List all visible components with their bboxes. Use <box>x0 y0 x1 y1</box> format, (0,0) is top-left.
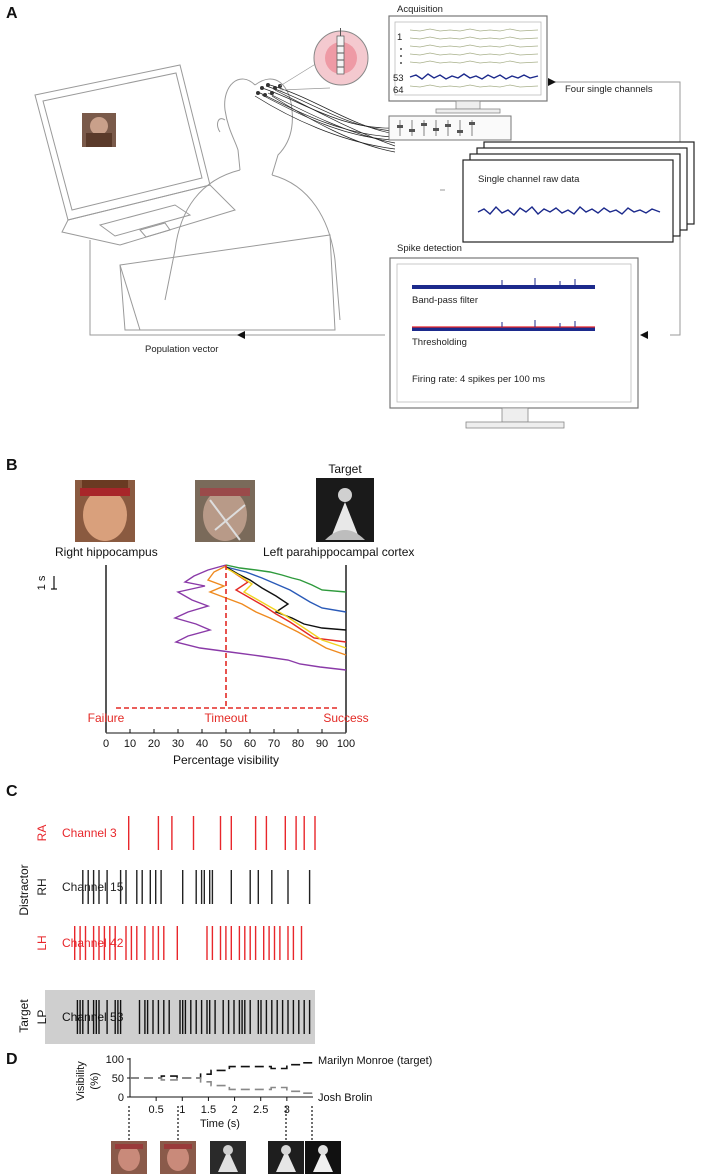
visibility-tick-label: 30 <box>172 738 184 750</box>
electrode-magnifier <box>279 28 369 91</box>
electrode-wires <box>254 84 396 153</box>
row-region-label: RH <box>35 878 49 895</box>
visibility-tick-label: 100 <box>337 738 355 750</box>
arrow-to-spike-detection <box>640 331 648 339</box>
trajectory-yellow <box>225 567 347 649</box>
visibility-tick-label: 40 <box>196 738 208 750</box>
trajectory-purple <box>172 564 347 671</box>
thumbnail-4 <box>268 1141 304 1174</box>
electrode-contacts <box>256 83 282 97</box>
row-region-label: LP <box>35 1010 49 1025</box>
four-channels-label: Four single channels <box>565 84 653 95</box>
trajectory-green <box>225 564 347 593</box>
channel-number-53: 53 <box>393 73 404 84</box>
timeout-label: Timeout <box>205 711 249 725</box>
d-xtick-label: 1 <box>179 1104 185 1116</box>
visibility-tick-label: 50 <box>220 738 232 750</box>
d-xlabel: Time (s) <box>200 1118 240 1130</box>
visibility-tick-label: 0 <box>103 738 109 750</box>
row-channel-label: Channel 53 <box>62 1010 124 1024</box>
target-group-label: Target <box>17 999 31 1033</box>
thumbnail-2 <box>160 1141 196 1174</box>
d-xtick-label: 1.5 <box>201 1104 216 1116</box>
failure-label: Failure <box>88 711 125 725</box>
d-xtick-label: 2.5 <box>253 1104 268 1116</box>
visibility-ylabel-unit: (%) <box>89 1072 101 1089</box>
visibility-tick-label: 80 <box>292 738 304 750</box>
visibility-tick-label: 10 <box>124 738 136 750</box>
panel-b-letter: B <box>6 457 18 474</box>
d-xticks: 0.5 1 1.5 2 2.5 3 <box>148 1097 290 1116</box>
firing-rate-label: Firing rate: 4 spikes per 100 ms <box>412 374 545 385</box>
trajectory-blue <box>225 566 347 613</box>
trajectory-orange <box>206 565 347 656</box>
success-label: Success <box>323 711 368 725</box>
raw-data-stack <box>462 141 695 243</box>
d-xtick-label: 3 <box>284 1104 290 1116</box>
right-hippocampus-label: Right hippocampus <box>55 545 158 559</box>
thumbnail-connectors <box>128 1106 313 1140</box>
visibility-ylabel: Visibility <box>75 1061 87 1101</box>
channel-number-64: 64 <box>393 85 404 96</box>
raster-rows: RA Channel 3 RH Channel 15 LH Channel 42 LP Cha… <box>35 816 316 1034</box>
threshold-label: Thresholding <box>412 337 467 348</box>
left-parahippocampal-label: Left parahippocampal cortex <box>263 545 414 559</box>
target-label: Target <box>328 462 362 476</box>
acquisition-title: Acquisition <box>397 4 443 15</box>
visibility-tick-label: 60 <box>244 738 256 750</box>
scale-bar-label: 1 s <box>36 575 48 590</box>
visibility-trajectories <box>172 564 347 671</box>
visibility-tick-label: 90 <box>316 738 328 750</box>
series-distractor-line <box>130 1077 314 1097</box>
row-channel-label: Channel 3 <box>62 826 117 840</box>
series-target-line <box>130 1059 314 1079</box>
row-region-label: LH <box>35 935 49 950</box>
trajectory-black <box>225 566 347 631</box>
row-channel-label: Channel 15 <box>62 880 124 894</box>
panel-a-letter: A <box>6 5 18 22</box>
thumbnail-1 <box>111 1141 147 1174</box>
series-distractor-label: Josh Brolin <box>318 1092 372 1104</box>
channel-number-1: 1 <box>397 32 402 43</box>
amplifier-box <box>388 115 512 141</box>
panel-c-letter: C <box>6 783 18 800</box>
row-channel-label: Channel 42 <box>62 936 124 950</box>
visibility-tick-label: 70 <box>268 738 280 750</box>
bandpass-label: Band-pass filter <box>412 295 478 306</box>
distractor-face-photo <box>75 480 135 542</box>
face-image-on-screen <box>82 113 116 147</box>
target-face-photo <box>316 478 374 542</box>
distractor-group-label: Distractor <box>17 864 31 915</box>
d-xtick-label: 2 <box>232 1104 238 1116</box>
d-xtick-label: 0.5 <box>148 1104 163 1116</box>
row-region-label: RA <box>35 825 49 842</box>
ytick-50: 50 <box>112 1073 124 1085</box>
panel-d-letter: D <box>6 1051 18 1068</box>
person-illustration <box>119 78 341 331</box>
acquisition-monitor <box>388 15 548 114</box>
thumbnail-3 <box>210 1141 246 1174</box>
visibility-axis-ticks: 0 10 20 30 40 50 60 70 80 90 100 <box>103 729 355 750</box>
laptop-illustration <box>34 64 236 246</box>
thumbnail-5 <box>305 1141 341 1174</box>
panel-d: D Visibility (%) 100 50 0 0.5 1 1.5 2 2.5 3 T… <box>6 1051 432 1174</box>
spike-detection-monitor <box>389 257 639 429</box>
panel-b: B Target Right hippocampus Left parahipp… <box>6 457 414 767</box>
panel-a: A <box>6 4 695 429</box>
series-target-label: Marilyn Monroe (target) <box>318 1055 432 1067</box>
raw-data-title: Single channel raw data <box>478 174 580 185</box>
panel-c: C RA Channel 3 RH Channel 15 LH Channel 42 LP C… <box>6 783 316 1044</box>
visibility-tick-label: 20 <box>148 738 160 750</box>
population-vector-label: Population vector <box>145 344 218 355</box>
ytick-100: 100 <box>106 1054 124 1066</box>
morphed-face-photo <box>195 480 255 542</box>
arrow-to-channels <box>548 78 556 86</box>
arrow-population-vector <box>237 331 245 339</box>
spike-detection-title: Spike detection <box>397 243 462 254</box>
visibility-axis-label: Percentage visibility <box>173 753 279 767</box>
ytick-0: 0 <box>118 1092 124 1104</box>
